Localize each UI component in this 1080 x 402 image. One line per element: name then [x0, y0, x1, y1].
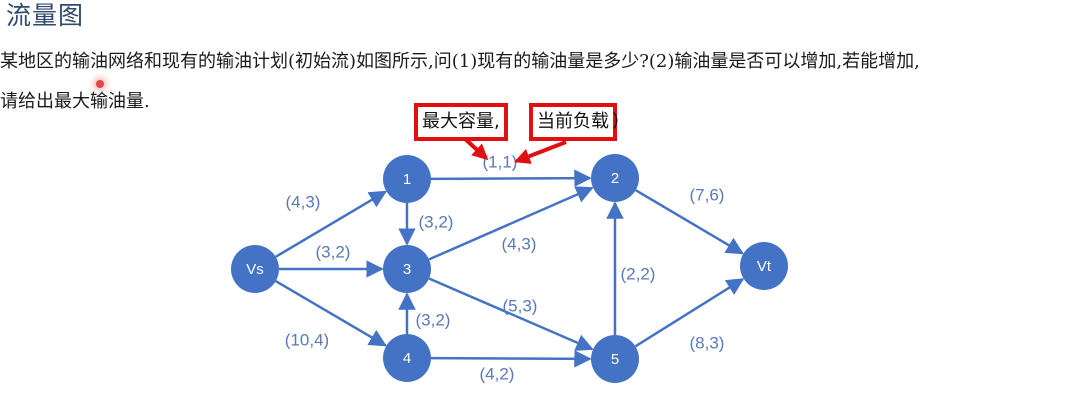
nodes-layer: Vs 1 2 3 4 5 Vt — [231, 154, 788, 383]
edge-label-Vs-3: (3,2) — [316, 242, 351, 261]
node-label: 1 — [403, 171, 411, 188]
problem-line-2: 请给出最大输油量. — [0, 91, 150, 112]
callout-close-paren: ) — [612, 110, 620, 131]
node-label: Vt — [757, 258, 772, 275]
edge-label-1-3: (3,2) — [419, 212, 454, 231]
edge-label-Vs-1: (4,3) — [286, 192, 321, 211]
edge-label-3-2: (4,3) — [502, 234, 537, 253]
node-label: Vs — [246, 261, 264, 278]
node-circle — [591, 335, 639, 383]
node-circle — [231, 245, 279, 293]
edge-3-2 — [428, 186, 594, 261]
node-1: 1 — [383, 155, 431, 203]
node-label: 3 — [403, 261, 411, 278]
node-3: 3 — [383, 245, 431, 293]
node-Vs: Vs — [231, 245, 279, 293]
slide-title: 流量图 — [6, 1, 85, 30]
edge-label-Vs-4: (10,4) — [285, 330, 329, 349]
edge-4-5 — [430, 350, 592, 368]
edge-label-4-3: (3,2) — [416, 310, 451, 329]
edge-label-4-5: (4,2) — [480, 364, 515, 383]
edge-3-5 — [428, 277, 594, 351]
node-label: 5 — [611, 351, 619, 368]
node-label: 4 — [403, 350, 411, 367]
load-callout-arrow — [514, 140, 567, 164]
node-circle — [740, 242, 788, 290]
edge-Vs-4 — [275, 280, 387, 347]
edge-5-Vt — [634, 278, 745, 348]
node-circle — [383, 334, 431, 382]
capacity-callout-box: 最大容量, — [414, 103, 508, 141]
edge-label-1-2: (1,1) — [483, 152, 518, 171]
node-4: 4 — [383, 334, 431, 382]
node-2: 2 — [591, 154, 639, 202]
edge-label-2-Vt: (7,6) — [690, 185, 725, 204]
load-callout-box: 当前负载 — [529, 103, 617, 141]
node-circle — [383, 245, 431, 293]
capacity-callout-arrow — [462, 136, 489, 161]
node-5: 5 — [591, 335, 639, 383]
edge-labels-layer: (4,3) (3,2) (10,4) (1,1) (3,2) (4,3) (5,3) (3,2… — [285, 152, 725, 383]
node-circle — [383, 155, 431, 203]
edges-layer — [275, 169, 745, 368]
edge-1-2 — [430, 169, 592, 187]
edge-Vs-1 — [275, 190, 388, 258]
node-label: 2 — [611, 170, 619, 187]
problem-line-1: 某地区的输油网络和现有的输油计划(初始流)如图所示,问(1)现有的输油量是多少?… — [0, 51, 920, 72]
problem-statement: 某地区的输油网络和现有的输油计划(初始流)如图所示,问(1)现有的输油量是多少?… — [0, 42, 1080, 122]
callout-arrows — [462, 136, 567, 164]
edge-2-Vt — [635, 189, 745, 255]
node-Vt: Vt — [740, 242, 788, 290]
edge-label-5-Vt: (8,3) — [690, 333, 725, 352]
edge-label-3-5: (5,3) — [503, 296, 538, 315]
node-circle — [591, 154, 639, 202]
edge-label-5-2: (2,2) — [621, 264, 656, 283]
laser-pointer-dot — [96, 80, 104, 88]
